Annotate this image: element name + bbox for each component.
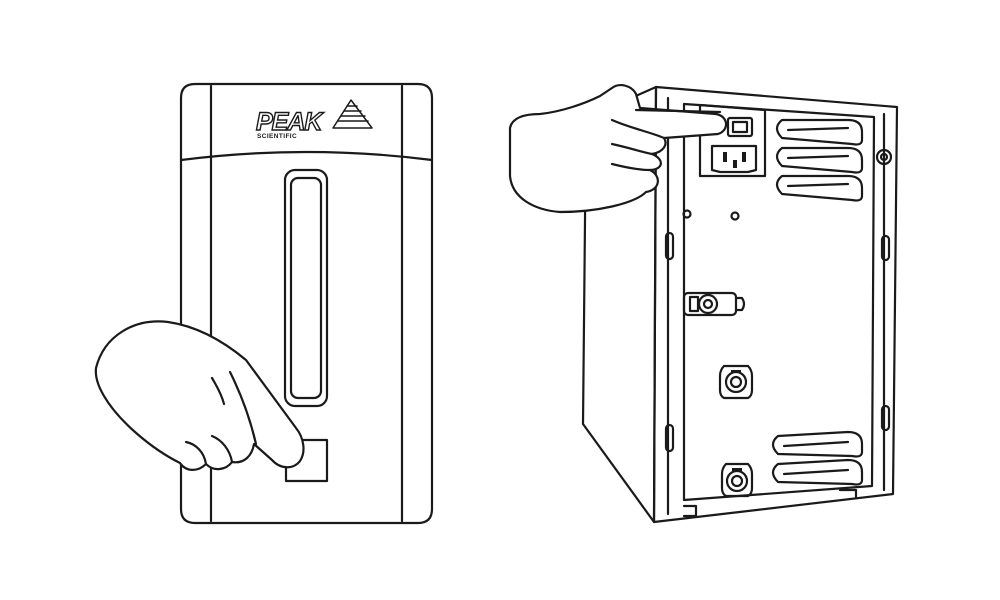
front-window-outer [283,168,329,408]
bottom-connector [720,462,754,498]
power-inlet-module [698,103,767,178]
gas-outlet-fitting [682,291,746,317]
rear-back-inset [682,102,876,502]
rear-foot-left [682,504,698,518]
rear-hole-1 [682,209,692,219]
rear-hole-2 [730,211,740,221]
peak-scientific-logo: PEAK SCIENTIFIC [255,99,373,140]
hand-pointer-icon [94,320,305,471]
generator-rear-view [508,84,899,524]
front-window-inner [289,176,323,400]
iec-socket [710,144,758,174]
upper-vents [775,118,864,202]
power-switch-icon[interactable] [726,116,754,138]
front-body-outline [179,82,434,525]
front-top-cap [179,150,434,162]
lower-vents [771,430,864,486]
frame-clips [664,231,891,453]
hand-pointer-switch-icon [508,84,728,214]
logo-subtitle: SCIENTIFIC [257,133,297,140]
middle-connector [718,364,754,400]
rear-foot-right [838,488,858,499]
generator-front-view: PEAK SCIENTIFIC [94,82,434,525]
logo-brand: PEAK [256,108,324,136]
rear-back-panel [652,85,899,524]
triangle-logo-icon [332,99,373,129]
rear-screw [875,148,893,166]
